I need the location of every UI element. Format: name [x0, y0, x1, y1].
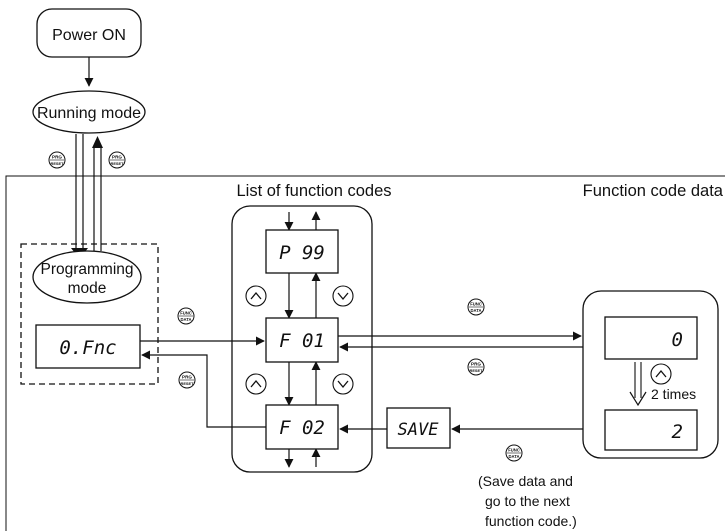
prg-reset-key-icon — [467, 358, 485, 376]
up-arrow-key-icon — [245, 373, 267, 395]
running-mode-node: Running mode — [32, 90, 146, 134]
func-data-key-icon — [505, 444, 523, 462]
func-data-key-icon — [467, 298, 485, 316]
running-mode-label: Running mode — [37, 105, 141, 122]
lcd-display-f02: F 02 — [265, 404, 339, 450]
lcd-text-f01: F 01 — [279, 330, 325, 352]
lcd-text-fnc: 0.Fnc — [59, 337, 116, 359]
lcd-text-data-2: 2 — [672, 421, 683, 443]
prg-reset-key-icon — [48, 151, 66, 169]
power-on-node: Power ON — [36, 8, 142, 58]
two-times-label: 2 times — [651, 386, 696, 402]
lcd-display-data-2: 2 — [604, 409, 698, 451]
save-note-line3: function code.) — [485, 513, 577, 529]
func-data-key-icon — [177, 307, 195, 325]
programming-mode-label-line2: mode — [68, 280, 107, 297]
prg-reset-key-icon — [108, 151, 126, 169]
lcd-display-data-0: 0 — [604, 316, 698, 360]
lcd-text-save: SAVE — [398, 420, 440, 440]
list-of-function-codes-title: List of function codes — [236, 182, 391, 200]
lcd-display-f01: F 01 — [265, 317, 339, 363]
arrows-programming-to-running — [92, 136, 103, 251]
arrows-running-to-programming — [71, 134, 88, 259]
lcd-text-data-0: 0 — [672, 329, 683, 351]
lcd-display-fnc: 0.Fnc — [35, 324, 141, 369]
down-arrow-key-icon — [332, 373, 354, 395]
lcd-text-p99: P 99 — [279, 242, 325, 264]
lower-panel-frame — [5, 175, 725, 531]
power-on-label: Power ON — [52, 27, 126, 44]
lcd-display-p99: P 99 — [265, 229, 339, 274]
down-arrow-key-icon — [332, 285, 354, 307]
prg-reset-key-icon — [178, 371, 196, 389]
double-down-arrow — [629, 362, 647, 407]
save-note-line2: go to the next — [485, 493, 570, 509]
function-code-data-title: Function code data — [583, 182, 724, 200]
programming-mode-label-line1: Programming — [40, 261, 133, 278]
up-arrow-key-icon — [245, 285, 267, 307]
up-arrow-key-icon — [650, 363, 672, 385]
programming-mode-frame — [20, 243, 159, 385]
arrow-f02-to-fnc — [141, 350, 266, 428]
lcd-display-save: SAVE — [386, 407, 451, 449]
save-note-line1: (Save data and — [478, 473, 573, 489]
lcd-text-f02: F 02 — [279, 417, 325, 439]
programming-mode-node: Programming mode — [32, 250, 142, 304]
